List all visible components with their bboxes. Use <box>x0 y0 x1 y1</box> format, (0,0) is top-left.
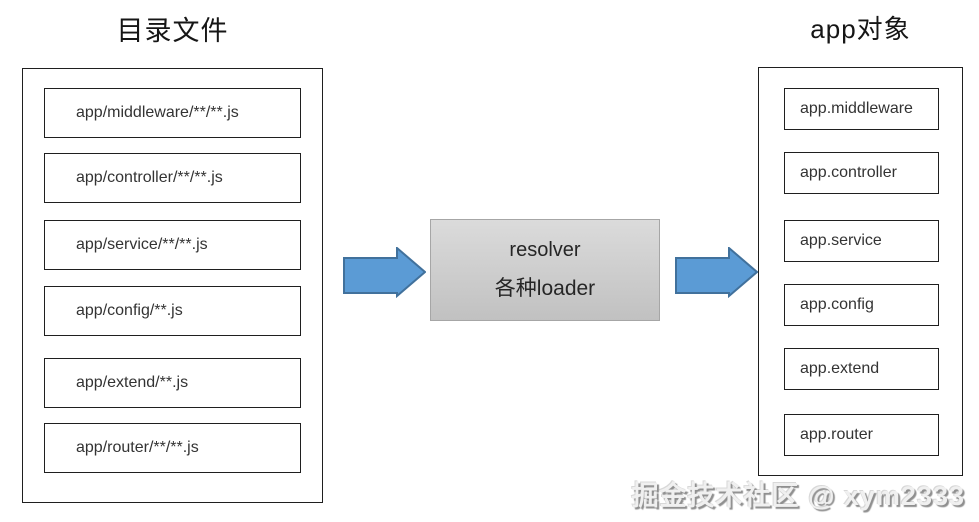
resolver-sublabel: 各种loader <box>494 277 596 300</box>
left-panel-container: app/middleware/**/**.js app/controller/*… <box>22 68 323 503</box>
resolver-label: resolver <box>509 239 581 261</box>
file-pattern-box: app/config/**.js <box>44 286 301 336</box>
app-property-box: app.service <box>784 220 939 262</box>
resolver-box: resolver 各种loader <box>430 219 660 321</box>
arrow-right-icon <box>343 247 426 298</box>
file-pattern-box: app/controller/**/**.js <box>44 153 301 203</box>
right-panel-title: app对象 <box>810 14 911 44</box>
app-property-box: app.extend <box>784 348 939 390</box>
left-panel-title: 目录文件 <box>116 16 229 46</box>
arrow-right-icon <box>675 247 758 298</box>
app-property-box: app.controller <box>784 152 939 194</box>
file-pattern-box: app/middleware/**/**.js <box>44 88 301 138</box>
file-pattern-box: app/router/**/**.js <box>44 423 301 473</box>
file-pattern-box: app/service/**/**.js <box>44 220 301 270</box>
watermark: 掘金技术社区 @ xym2333 <box>631 481 965 511</box>
app-property-box: app.middleware <box>784 88 939 130</box>
app-property-box: app.router <box>784 414 939 456</box>
app-property-box: app.config <box>784 284 939 326</box>
right-panel-container: app.middleware app.controller app.servic… <box>758 67 963 476</box>
file-pattern-box: app/extend/**.js <box>44 358 301 408</box>
